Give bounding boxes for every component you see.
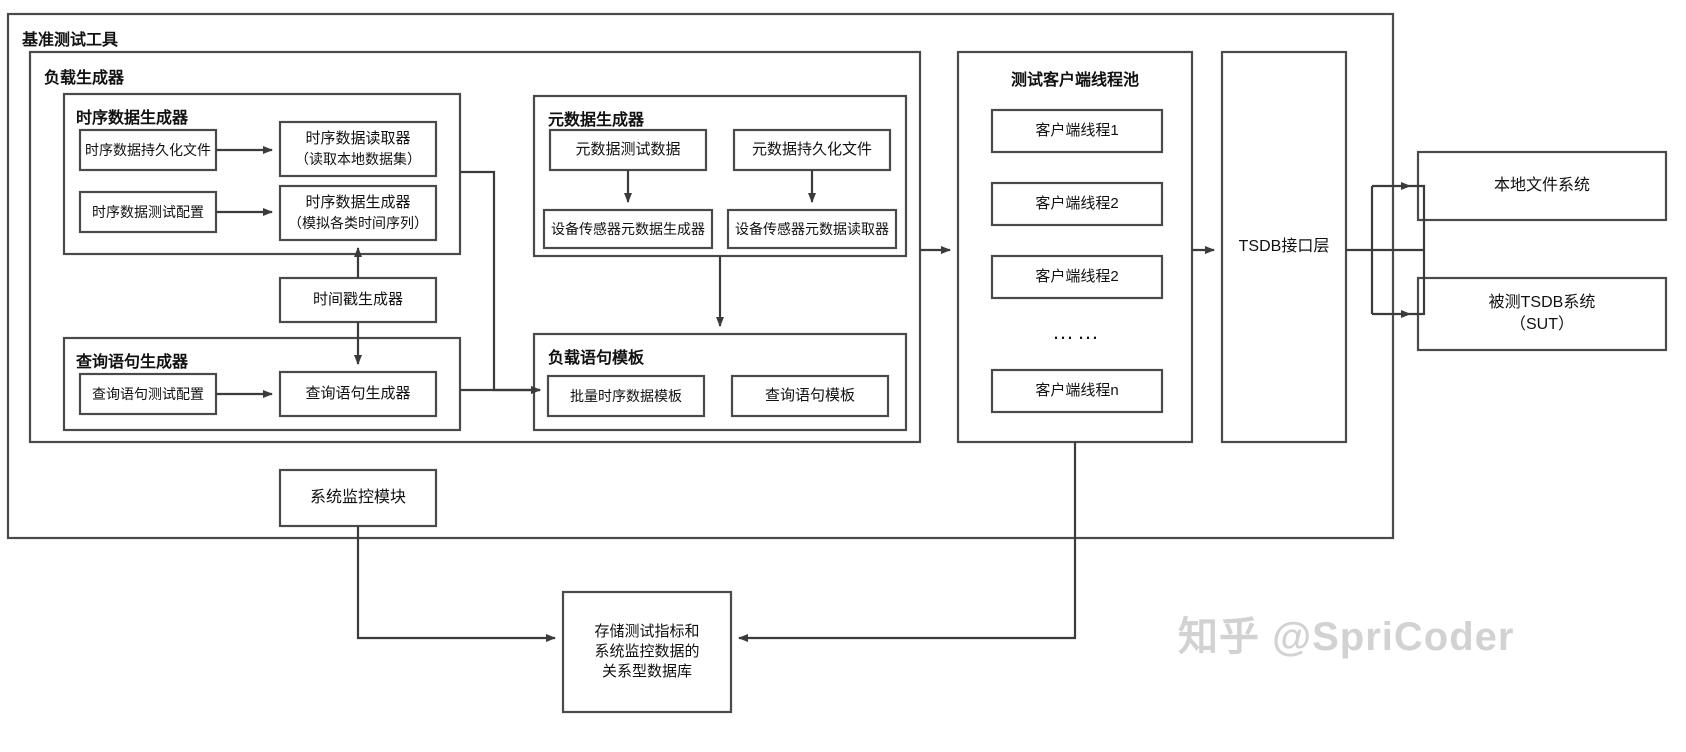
- node-client-thread-3-box[interactable]: [990, 254, 1164, 300]
- edge-tsdblayer-to-local-fs: [1410, 184, 1426, 250]
- node-device-sensor-meta-generator-box[interactable]: [542, 208, 714, 250]
- edge-threadpool-to-metrics-db: [738, 442, 1077, 642]
- watermark: 知乎 @SpriCoder: [1178, 615, 1515, 659]
- node-device-sensor-meta-reader-box[interactable]: [726, 208, 898, 250]
- node-ts-reader-box[interactable]: [278, 120, 438, 178]
- group-timeseries-generator-frame: [62, 92, 462, 256]
- node-ts-persist-file-box[interactable]: [78, 128, 218, 172]
- node-tsdb-interface-layer-box[interactable]: [1220, 50, 1348, 444]
- edge-tsdblayer-to-sut: [1410, 250, 1426, 316]
- group-query-generator-frame: [62, 336, 462, 432]
- node-batch-ts-template-box[interactable]: [546, 374, 706, 418]
- node-client-thread-n-box[interactable]: [990, 368, 1164, 414]
- node-meta-persist-file-box[interactable]: [732, 128, 892, 172]
- node-system-monitor-box[interactable]: [278, 468, 438, 528]
- node-metrics-db-box[interactable]: [561, 590, 733, 714]
- group-benchmark-tool-frame: [6, 12, 1395, 540]
- node-query-stmt-template-box[interactable]: [730, 374, 890, 418]
- node-client-thread-2-box[interactable]: [990, 181, 1164, 227]
- node-sut-box[interactable]: [1416, 276, 1668, 352]
- node-timestamp-generator-box[interactable]: [278, 276, 438, 324]
- node-query-stmt-generator-box[interactable]: [278, 370, 438, 418]
- group-workload-template-frame: [532, 332, 908, 432]
- node-meta-test-data-box[interactable]: [548, 128, 708, 172]
- edge-monitor-to-metrics-db: [356, 526, 556, 642]
- group-load-generator-frame: [28, 50, 922, 444]
- node-query-test-config-box[interactable]: [78, 372, 218, 416]
- node-ts-generator-box[interactable]: [278, 184, 438, 242]
- node-local-file-system-box[interactable]: [1416, 150, 1668, 222]
- edge-tsgroup-to-workload-template: [460, 170, 541, 394]
- node-client-thread-1-box[interactable]: [990, 108, 1164, 154]
- node-ts-test-config-box[interactable]: [78, 190, 218, 234]
